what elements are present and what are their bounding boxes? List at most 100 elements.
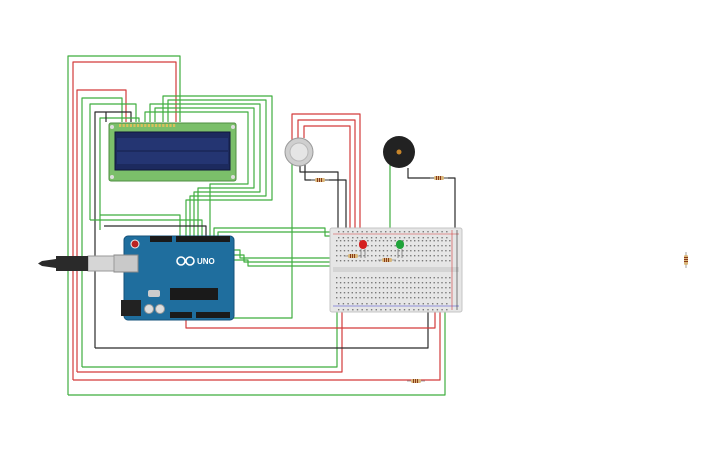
wire-green-lcd-6[interactable] (90, 219, 203, 238)
wire-green-left-3[interactable] (89, 103, 137, 220)
breadboard-hole (429, 255, 431, 257)
resistor-led-green[interactable] (378, 258, 396, 262)
breadboard-hole (343, 292, 346, 294)
wire-black-left[interactable] (94, 111, 132, 348)
resistor-led-red[interactable] (344, 254, 362, 258)
breadboard-hole (363, 282, 365, 284)
breadboard-rail-hole (347, 303, 349, 305)
breadboard-hole (367, 245, 369, 247)
breadboard-rail-hole (408, 303, 410, 305)
wire-green-lcd-5[interactable] (100, 214, 181, 238)
breadboard-rail-hole (427, 237, 429, 239)
arduino-infinity-logo (176, 256, 195, 266)
breadboard-rail-hole (403, 237, 406, 239)
breadboard-hole (394, 255, 396, 257)
wire-green-ard-bb-3[interactable] (230, 249, 330, 259)
wire-green-bottom-2[interactable] (82, 307, 338, 368)
breadboard-hole (363, 292, 365, 294)
breadboard-hole (371, 297, 373, 299)
breadboard-hole (433, 292, 435, 294)
breadboard-hole (410, 245, 412, 247)
wire-green-left-4[interactable] (99, 117, 140, 230)
wire-red-outer-1[interactable] (72, 61, 177, 380)
breadboard-hole (386, 245, 389, 247)
breadboard-hole (367, 297, 369, 299)
breadboard-hole (433, 250, 435, 252)
breadboard-hole (359, 282, 361, 284)
wire-green-left-2[interactable] (81, 97, 123, 367)
breadboard-rail-hole (338, 231, 340, 233)
reset-button[interactable] (130, 239, 140, 249)
breadboard-hole (417, 277, 420, 279)
breadboard-hole (371, 260, 373, 262)
breadboard-hole (390, 282, 392, 284)
breadboard-hole (433, 255, 435, 257)
breadboard-hole (382, 240, 385, 242)
breadboard-rail-hole (356, 237, 359, 239)
breadboard-hole (347, 287, 350, 289)
resistor-sensor[interactable] (311, 178, 329, 182)
breadboard-hole (406, 260, 408, 262)
wire-green-lcd-4[interactable] (154, 107, 255, 238)
breadboard-hole (378, 240, 381, 242)
breadboard-hole (445, 240, 447, 242)
wire-green-lcd-7[interactable] (144, 111, 249, 238)
wire-red-bottom-1[interactable] (73, 307, 441, 381)
breadboard-hole (410, 260, 412, 262)
breadboard-hole (355, 277, 357, 279)
wire-red-bottom-3[interactable] (185, 307, 436, 329)
breadboard-hole (367, 260, 369, 262)
breadboard-hole (382, 292, 385, 294)
breadboard-hole (343, 245, 346, 247)
breadboard-hole (367, 287, 369, 289)
breadboard-hole (425, 255, 428, 257)
breadboard-hole (394, 250, 396, 252)
wire-black-lcd[interactable] (104, 112, 207, 238)
wire-black-sensor-2[interactable] (299, 165, 339, 238)
led-red[interactable] (359, 240, 367, 258)
gas-sensor[interactable] (284, 137, 314, 167)
arduino-uno-board[interactable]: UNO (113, 235, 235, 321)
breadboard-hole (355, 287, 357, 289)
resistor-bottom[interactable] (407, 379, 425, 383)
breadboard-hole (437, 250, 439, 252)
piezo-buzzer[interactable] (383, 136, 415, 168)
breadboard-hole (347, 245, 350, 247)
breadboard-hole (449, 240, 451, 242)
wire-black-bottom[interactable] (95, 307, 429, 349)
breadboard-hole (336, 260, 338, 262)
lcd-pin (165, 124, 168, 127)
wire-red-sensor-2[interactable] (297, 119, 356, 238)
breadboard-hole (343, 297, 346, 299)
breadboard-hole (355, 245, 357, 247)
breadboard-rail-hole (446, 231, 448, 233)
breadboard-rail-hole (356, 231, 359, 233)
breadboard-hole (347, 292, 350, 294)
breadboard-hole (429, 297, 431, 299)
wire-red-sensor-3[interactable] (303, 125, 351, 238)
breadboard-hole (347, 277, 350, 279)
led-green[interactable] (396, 240, 404, 258)
breadboard-hole (429, 250, 431, 252)
breadboard-hole (421, 240, 424, 242)
resistor-loose[interactable] (684, 252, 688, 268)
breadboard-hole (359, 250, 361, 252)
breadboard-hole (371, 277, 373, 279)
wire-red-sensor-1[interactable] (291, 113, 361, 238)
usb-cable[interactable] (38, 255, 115, 272)
wire-green-lcd-3[interactable] (149, 103, 261, 238)
resistor-buzzer[interactable] (430, 176, 448, 180)
wire-green-outer[interactable] (67, 55, 181, 395)
wire-red-outer-2[interactable] (76, 89, 127, 372)
lcd-display[interactable] (108, 122, 237, 182)
wire-green-bottom[interactable] (68, 307, 446, 396)
breadboard-hole (402, 277, 404, 279)
breadboard-hole (441, 245, 443, 247)
breadboard-rail-hole (436, 237, 439, 239)
wire-black-sensor[interactable] (304, 165, 347, 238)
breadboard[interactable] (329, 227, 463, 313)
wire-green-lcd-1[interactable] (162, 95, 273, 238)
wire-red-bottom-2[interactable] (77, 307, 343, 373)
breadboard-rail-hole (342, 231, 345, 233)
